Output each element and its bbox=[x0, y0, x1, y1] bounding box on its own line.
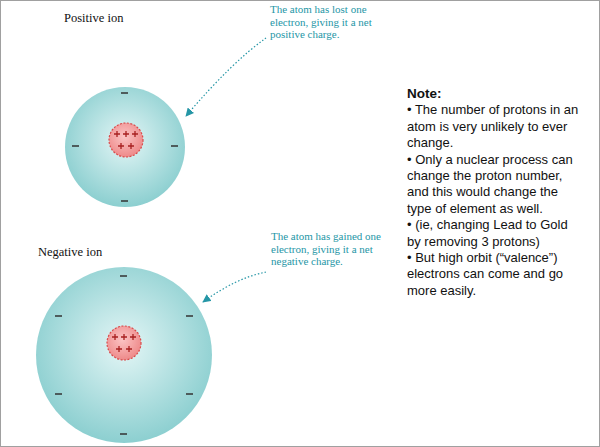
electron-cloud bbox=[65, 87, 185, 207]
nucleus bbox=[109, 123, 143, 157]
nucleus bbox=[107, 326, 141, 360]
positive-ion-atom bbox=[65, 87, 185, 207]
note-bullet: • The number of protons in an atom is ve… bbox=[407, 102, 579, 151]
negative-ion-atom bbox=[36, 267, 212, 443]
proton-signs bbox=[112, 334, 136, 352]
note-bullet: • But high orbit (“valence”) electrons c… bbox=[407, 250, 579, 299]
note-heading: Note: bbox=[407, 86, 579, 102]
electron-signs bbox=[55, 276, 193, 434]
leader-arrow bbox=[186, 38, 266, 116]
proton-signs bbox=[114, 131, 138, 149]
leader-arrow bbox=[203, 272, 266, 302]
ion-label: Negative ion bbox=[38, 245, 102, 260]
callout-text: The atom has gained one electron, giving… bbox=[271, 230, 383, 268]
note-bullet: • Only a nuclear process can change the … bbox=[407, 152, 579, 218]
callout-text: The atom has lost one electron, giving i… bbox=[270, 3, 392, 41]
note-bullet: • (ie, changing Lead to Gold by removing… bbox=[407, 217, 579, 250]
note-column: Note:• The number of protons in an atom … bbox=[407, 86, 579, 299]
ion-label: Positive ion bbox=[64, 11, 123, 26]
electron-cloud bbox=[36, 267, 212, 443]
electron-signs bbox=[72, 93, 178, 201]
